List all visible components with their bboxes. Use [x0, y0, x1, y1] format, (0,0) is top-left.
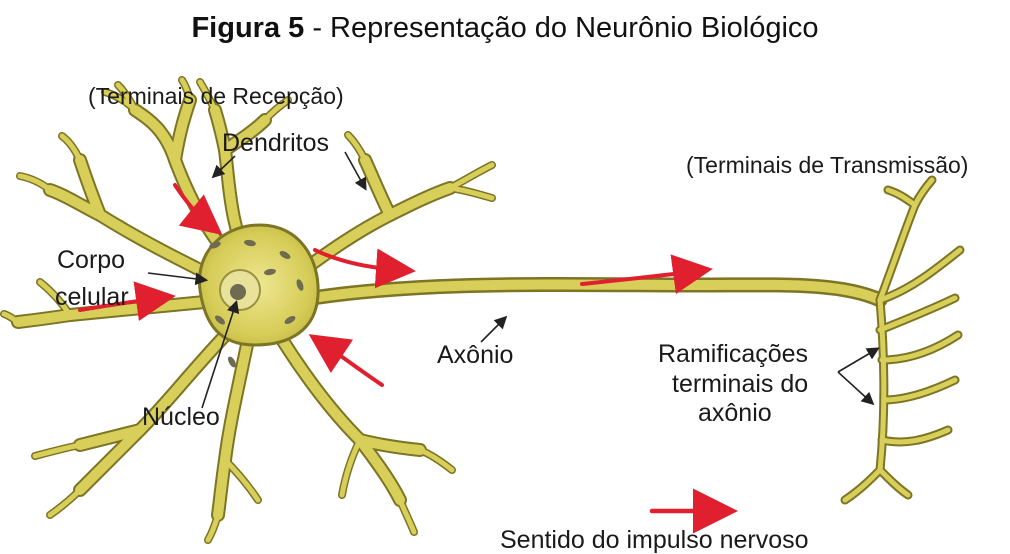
label-dendrites: Dendritos — [222, 129, 329, 157]
label-cell-body-line2: celular — [55, 283, 129, 311]
label-receiving-terminals: (Terminais de Recepção) — [88, 83, 344, 109]
pointer-ramificacoes-upper — [838, 349, 877, 372]
axon — [300, 284, 880, 300]
label-impulse-direction: Sentido do impulso nervoso — [500, 526, 809, 554]
pointer-ramificacoes-lower — [838, 372, 872, 403]
label-transmitting-terminals: (Terminais de Transmissão) — [686, 152, 968, 178]
label-terminal-branches-line2: terminais do — [672, 370, 808, 398]
label-axon: Axônio — [437, 341, 513, 369]
pointer-axonio — [481, 318, 505, 342]
label-cell-body-line1: Corpo — [57, 246, 125, 274]
label-nucleus: Núcleo — [142, 403, 220, 431]
axon-terminals — [845, 180, 960, 500]
impulse-arrow-lower-dendrite — [322, 343, 382, 385]
label-terminal-branches-line3: axônio — [698, 399, 772, 427]
nucleus — [220, 270, 260, 310]
label-terminal-branches-line1: Ramificações — [658, 340, 808, 368]
impulse-arrows — [80, 185, 720, 511]
